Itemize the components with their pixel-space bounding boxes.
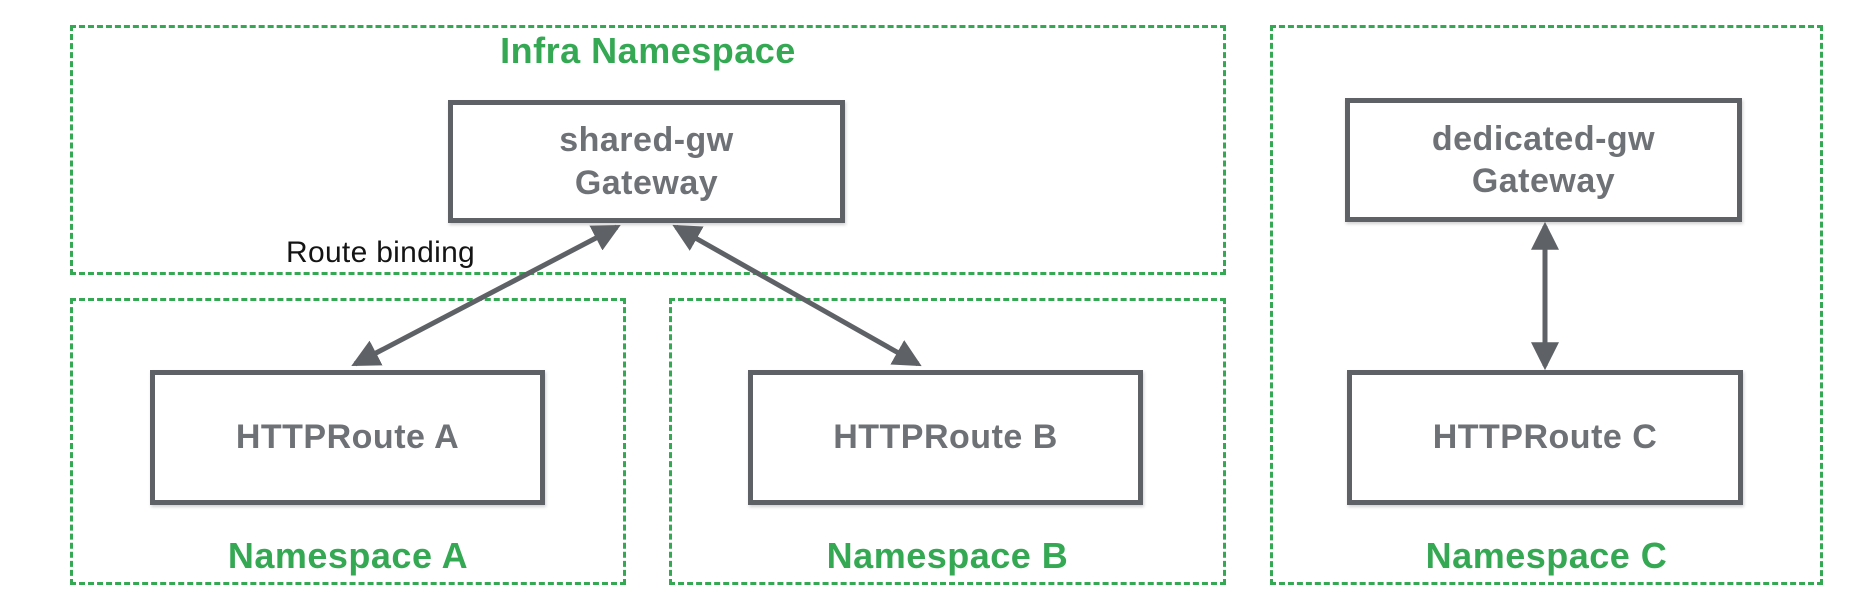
namespace-c-label: Namespace C (1425, 534, 1668, 576)
infra-namespace-label: Infra Namespace (500, 30, 796, 71)
httproute-a-label: HTTPRoute A (235, 418, 460, 457)
route-binding-label: Route binding (286, 236, 476, 269)
namespace-a-box: HTTPRoute A Namespace A (70, 298, 626, 585)
httproute-c-node: HTTPRoute C (1347, 370, 1743, 505)
namespace-b-label: Namespace B (826, 534, 1069, 576)
httproute-b-node: HTTPRoute B (748, 370, 1143, 505)
infra-namespace-box: Infra Namespace shared-gw Gateway (70, 25, 1226, 275)
namespace-a-label: Namespace A (227, 534, 469, 576)
httproute-c-label: HTTPRoute C (1432, 418, 1658, 457)
shared-gw-gateway-node: shared-gw Gateway (448, 100, 845, 223)
shared-gw-gateway-name: shared-gw (559, 121, 734, 159)
dedicated-gw-gateway-node: dedicated-gw Gateway (1345, 98, 1742, 222)
namespace-c-box: dedicated-gw Gateway HTTPRoute C Namespa… (1270, 25, 1823, 585)
dedicated-gw-gateway-kind: Gateway (1471, 162, 1616, 200)
dedicated-gw-gateway-name: dedicated-gw (1431, 119, 1656, 158)
httproute-a-node: HTTPRoute A (150, 370, 545, 505)
namespace-b-box: HTTPRoute B Namespace B (669, 298, 1226, 585)
httproute-b-label: HTTPRoute B (833, 418, 1058, 457)
shared-gw-gateway-kind: Gateway (574, 163, 719, 202)
